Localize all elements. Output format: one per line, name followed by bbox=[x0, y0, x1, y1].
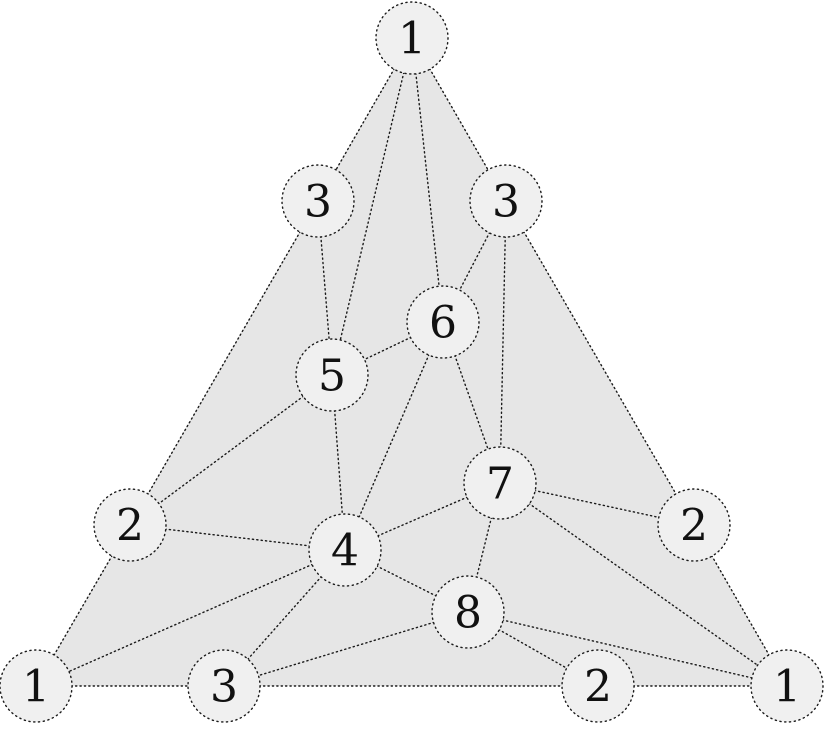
node-circle bbox=[657, 488, 731, 562]
node-label: 1 bbox=[773, 662, 801, 713]
edge-d-i bbox=[344, 321, 444, 551]
node-d: 6 bbox=[406, 285, 480, 359]
node-circle bbox=[93, 488, 167, 562]
node-circle bbox=[0, 649, 73, 723]
node-label: 6 bbox=[429, 298, 457, 349]
edge-f-n bbox=[499, 482, 788, 687]
node-k: 1 bbox=[0, 649, 73, 723]
node-h: 2 bbox=[657, 488, 731, 562]
node-circle bbox=[295, 338, 369, 412]
edge-a-e bbox=[331, 37, 413, 376]
node-circle bbox=[281, 164, 355, 238]
node-a: 1 bbox=[375, 1, 449, 75]
triangle-region bbox=[36, 38, 787, 686]
node-circle bbox=[463, 446, 537, 520]
edge-j-n bbox=[467, 611, 788, 687]
node-circle bbox=[431, 575, 505, 649]
node-e: 5 bbox=[295, 338, 369, 412]
edge-j-l bbox=[223, 611, 469, 687]
node-label: 1 bbox=[22, 662, 50, 713]
node-label: 3 bbox=[492, 177, 520, 228]
node-circle bbox=[750, 649, 824, 723]
node-m: 2 bbox=[561, 649, 635, 723]
node-label: 3 bbox=[304, 177, 332, 228]
node-g: 2 bbox=[93, 488, 167, 562]
node-circle bbox=[406, 285, 480, 359]
node-l: 3 bbox=[187, 649, 261, 723]
node-circle bbox=[308, 513, 382, 587]
node-label: 1 bbox=[398, 14, 426, 65]
node-j: 8 bbox=[431, 575, 505, 649]
edge-i-k bbox=[35, 549, 346, 687]
node-i: 4 bbox=[308, 513, 382, 587]
node-label: 3 bbox=[210, 662, 238, 713]
node-label: 2 bbox=[584, 662, 612, 713]
node-circle bbox=[469, 164, 543, 238]
node-label: 8 bbox=[454, 588, 482, 639]
edge-c-f bbox=[499, 200, 507, 484]
node-circle bbox=[375, 1, 449, 75]
node-b: 3 bbox=[281, 164, 355, 238]
node-circle bbox=[561, 649, 635, 723]
node-label: 2 bbox=[680, 501, 708, 552]
node-label: 4 bbox=[331, 526, 359, 577]
node-c: 3 bbox=[469, 164, 543, 238]
node-circle bbox=[187, 649, 261, 723]
nodes-layer: 1 3 3 6 5 7 2 2 4 8 1 3 2 1 bbox=[0, 1, 824, 723]
node-label: 2 bbox=[116, 501, 144, 552]
node-n: 1 bbox=[750, 649, 824, 723]
edge-c-h bbox=[505, 200, 695, 526]
node-label: 7 bbox=[486, 459, 514, 510]
edge-a-d bbox=[411, 37, 444, 323]
node-f: 7 bbox=[463, 446, 537, 520]
node-label: 5 bbox=[318, 351, 346, 402]
edge-b-g bbox=[129, 200, 319, 526]
